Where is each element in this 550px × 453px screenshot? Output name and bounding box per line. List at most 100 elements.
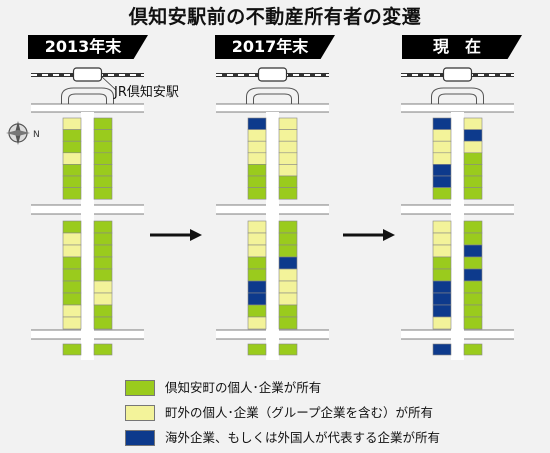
parcel-outside — [62, 304, 82, 318]
parcel-local — [93, 343, 113, 356]
panel-label-2017: 2017年末 — [215, 35, 335, 59]
parcel-foreign — [247, 280, 267, 294]
parcel-local — [93, 244, 113, 258]
legend-swatch-foreign — [125, 430, 155, 446]
parcel-local — [278, 316, 298, 330]
parcel-local — [93, 152, 113, 165]
parcel-outside — [278, 117, 298, 130]
station-plaza — [68, 93, 107, 104]
parcel-outside — [432, 244, 452, 258]
parcel-local — [62, 140, 82, 154]
parcel-local — [62, 187, 82, 200]
parcel-local — [463, 256, 483, 270]
parcel-foreign — [432, 117, 452, 130]
parcel-outside — [463, 117, 483, 130]
panel-label-2013: 2013年末 — [28, 35, 148, 59]
legend-label-foreign: 海外企業、もしくは外国人が代表する企業が所有 — [165, 430, 441, 445]
parcel-local — [93, 256, 113, 270]
parcel-local — [62, 175, 82, 188]
parcel-foreign — [463, 129, 483, 142]
parcel-foreign — [432, 280, 452, 294]
parcel-outside — [463, 140, 483, 154]
parcel-local — [463, 232, 483, 246]
parcel-local — [432, 268, 452, 282]
parcel-local — [93, 187, 113, 200]
parcel-local — [432, 256, 452, 270]
parcel-local — [278, 244, 298, 258]
parcel-outside — [432, 220, 452, 234]
road-vertical — [266, 112, 279, 360]
parcel-outside — [247, 316, 267, 330]
parcel-outside — [432, 316, 452, 330]
parcel-outside — [247, 232, 267, 246]
parcel-local — [247, 343, 267, 356]
parcel-outside — [62, 316, 82, 330]
page-title: 倶知安駅前の不動産所有者の変遷 — [128, 6, 422, 28]
station-building — [72, 67, 103, 82]
parcel-local — [62, 343, 82, 356]
parcel-foreign — [278, 256, 298, 270]
parcel-local — [278, 304, 298, 318]
station-plaza — [246, 87, 299, 104]
parcel-local — [463, 280, 483, 294]
parcel-outside — [278, 140, 298, 154]
parcel-outside — [278, 152, 298, 165]
road-vertical — [81, 112, 94, 360]
transition-arrow-head — [383, 229, 395, 241]
station-building — [257, 67, 288, 82]
parcel-outside — [62, 117, 82, 130]
parcel-local — [93, 117, 113, 130]
parcel-local — [62, 129, 82, 142]
parcel-outside — [247, 140, 267, 154]
parcel-outside — [62, 244, 82, 258]
parcel-local — [278, 232, 298, 246]
parcel-outside — [247, 220, 267, 234]
parcel-local — [62, 268, 82, 282]
parcel-local — [247, 268, 267, 282]
parcel-local — [463, 164, 483, 177]
legend-label-local: 倶知安町の個人･企業が所有 — [165, 380, 322, 395]
compass-needle — [6, 130, 30, 136]
station-leader-line — [100, 75, 117, 91]
parcel-outside — [247, 129, 267, 142]
parcel-outside — [278, 268, 298, 282]
legend-label-outside: 町外の個人･企業（グループ企業を含む）が所有 — [165, 405, 434, 420]
road-horizontal — [216, 104, 329, 112]
compass-label: N — [33, 130, 40, 140]
parcel-local — [93, 220, 113, 234]
road-vertical — [451, 112, 464, 360]
parcel-local — [93, 268, 113, 282]
parcel-local — [463, 220, 483, 234]
parcel-local — [278, 175, 298, 188]
parcel-local — [93, 164, 113, 177]
parcel-local — [278, 187, 298, 200]
parcel-foreign — [432, 175, 452, 188]
station-plaza — [431, 87, 484, 104]
parcel-local — [247, 164, 267, 177]
parcel-outside — [93, 280, 113, 294]
parcel-local — [93, 316, 113, 330]
parcel-foreign — [463, 268, 483, 282]
station-plaza — [438, 93, 477, 104]
parcel-local — [62, 256, 82, 270]
station-plaza — [253, 93, 292, 104]
parcel-local — [247, 175, 267, 188]
road-horizontal — [31, 104, 144, 112]
transition-arrow-head — [190, 229, 202, 241]
parcel-local — [463, 292, 483, 306]
parcel-local — [62, 292, 82, 306]
parcel-local — [93, 175, 113, 188]
parcel-foreign — [463, 244, 483, 258]
parcel-outside — [432, 129, 452, 142]
parcel-local — [463, 187, 483, 200]
parcel-local — [463, 343, 483, 356]
parcel-local — [463, 175, 483, 188]
station-building — [442, 67, 473, 82]
parcel-foreign — [247, 117, 267, 130]
parcel-foreign — [247, 292, 267, 306]
parcel-outside — [432, 152, 452, 165]
parcel-local — [93, 232, 113, 246]
parcel-local — [463, 152, 483, 165]
parcel-outside — [62, 232, 82, 246]
parcel-foreign — [432, 304, 452, 318]
